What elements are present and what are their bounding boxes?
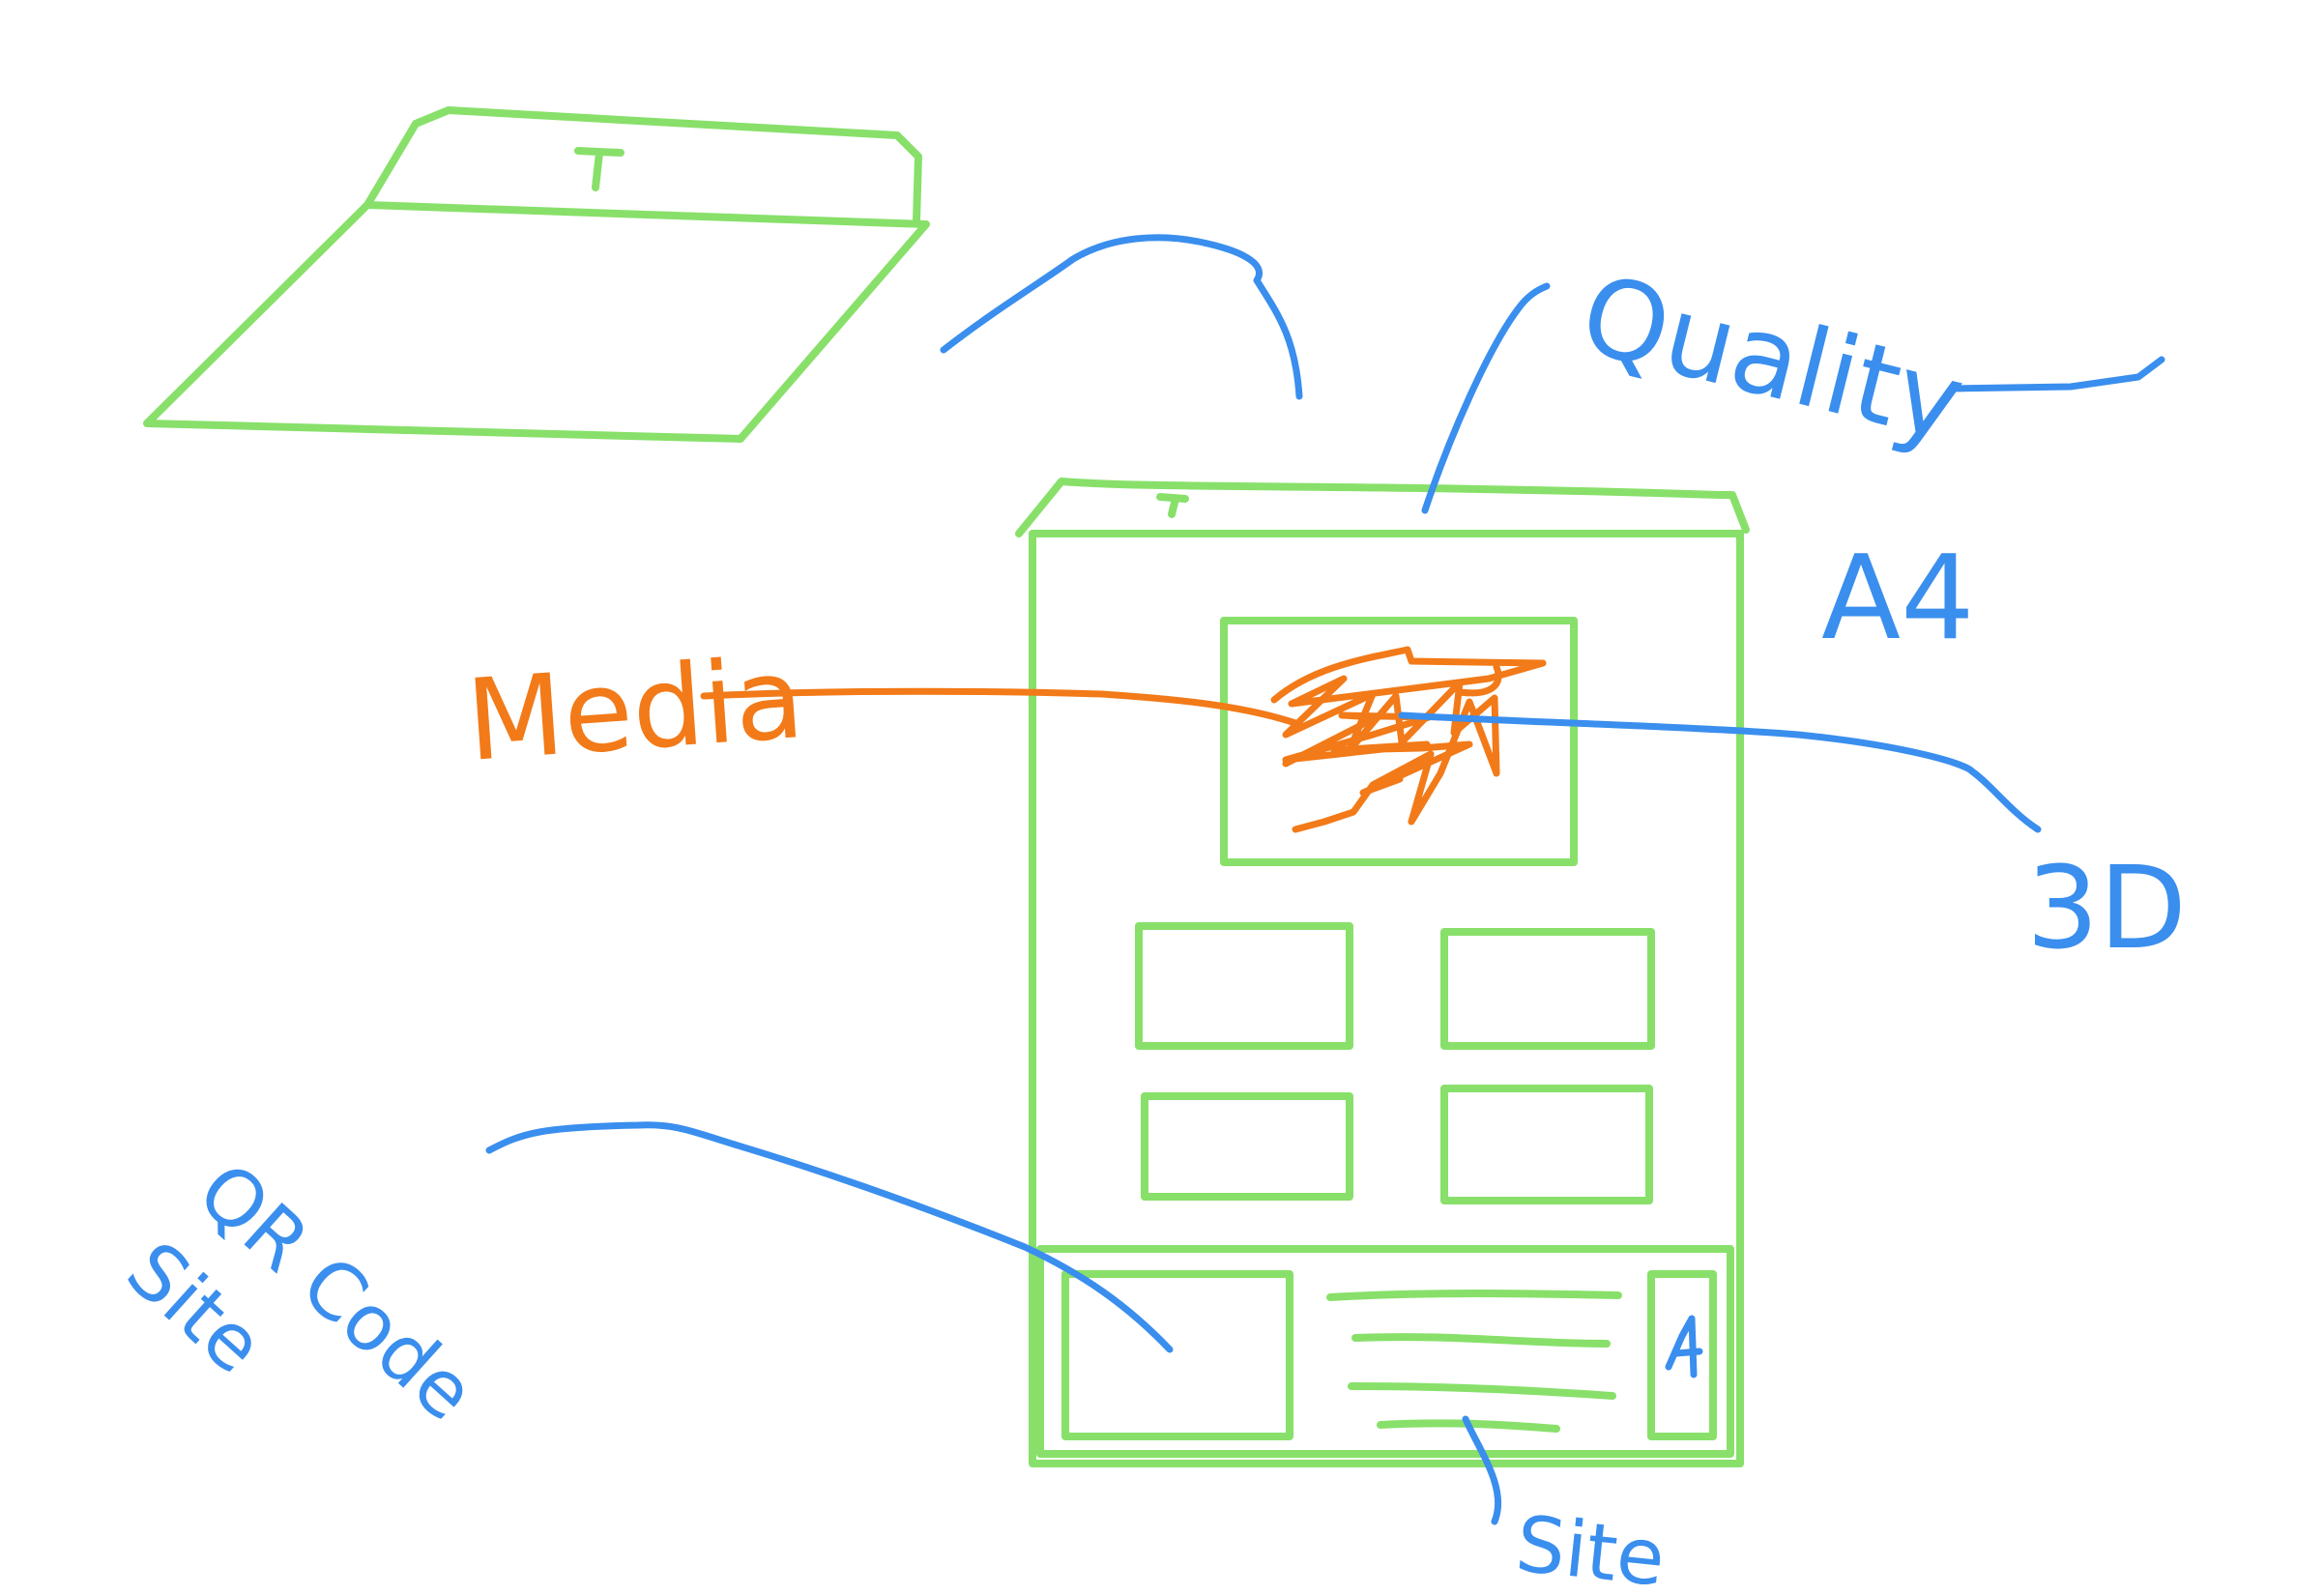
fold-arc-connector [940,234,1303,400]
poster-top-flap [1015,478,1750,537]
folded-sheet-flap [363,106,922,224]
scribble-icon [1270,646,1547,833]
footer-qr-box [1061,1270,1293,1440]
folded-sheet-tab-mark [574,147,625,191]
poster-footer [1036,1245,1734,1458]
media-connector [700,687,1299,727]
media-label: Media [463,633,808,787]
footer-text-lines [1326,1290,1622,1433]
poster [1015,478,1750,1467]
footer-a4-mark [1665,1315,1703,1378]
site-label: Site [1512,1498,1669,1595]
qr-code-site-label: QR CodeSite [110,1146,492,1517]
tile-bottom-left [1141,1092,1353,1201]
site-connector [1462,1415,1502,1525]
tile-bottom-right [1440,1085,1653,1204]
media-box [1220,617,1578,866]
quality-label: Quality [1569,251,1975,467]
folded-sheet-outline [143,201,930,443]
qr-connector [485,1121,1174,1353]
folded-sheet [143,106,930,443]
poster-tab-mark [1156,493,1189,518]
a4-label: A4 [1821,532,1974,666]
tile-top-left [1135,922,1353,1050]
footer-a4-box [1647,1270,1717,1440]
three-d-label: 3D [2026,841,2187,974]
poster-page [1029,530,1744,1467]
quality-connector [1421,282,1551,514]
quality-underline [1949,356,2165,392]
tile-top-right [1440,928,1655,1050]
three-d-connector [1398,711,2042,833]
